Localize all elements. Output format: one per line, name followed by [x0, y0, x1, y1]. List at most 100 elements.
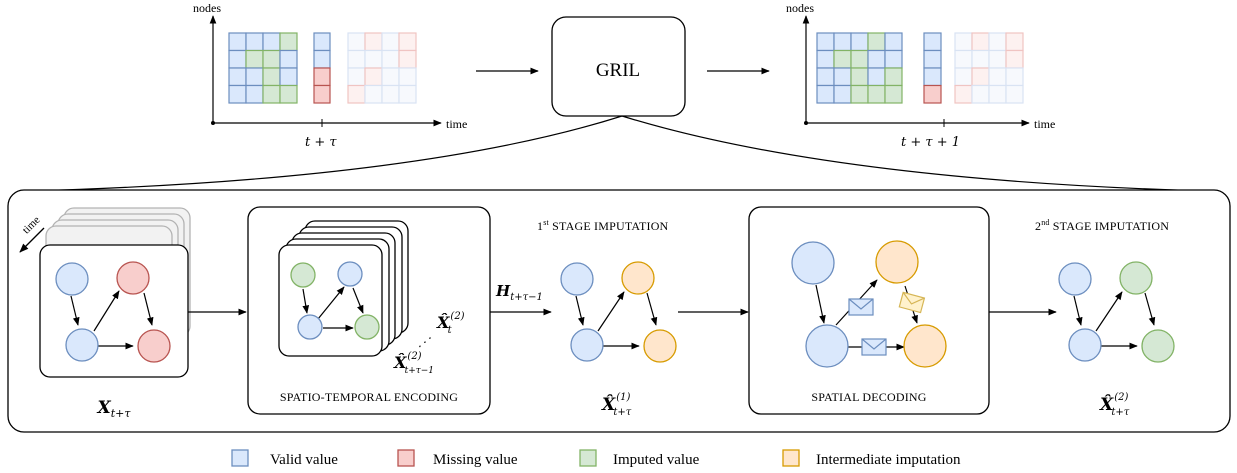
grid-cell-valid — [816, 84, 835, 104]
node-valid — [805, 324, 849, 368]
grid-cell-valid — [833, 32, 852, 52]
spatial-decoding-block: SPATIAL DECODING — [748, 206, 990, 415]
grid-cell-future-missing — [1005, 32, 1024, 52]
grid-cell-imputed — [867, 84, 886, 104]
node-intermediate — [875, 240, 919, 284]
grid-cell-future-missing — [398, 32, 417, 52]
grid-cell-valid — [850, 32, 869, 52]
grid-cell-future-valid — [381, 84, 400, 104]
node-valid — [791, 241, 835, 285]
second-stage-title: 2nd STAGE IMPUTATION — [1035, 218, 1169, 233]
grid-cell-future-missing — [364, 32, 383, 52]
grid-cell-future-valid — [971, 49, 990, 69]
right-time-series-plot: nodes time t + τ + 1 — [786, 1, 1055, 150]
legend-label-missing: Missing value — [433, 452, 518, 468]
grid-cell-future-valid — [398, 67, 417, 87]
grid-cell-valid — [245, 67, 264, 87]
node-missing — [137, 329, 171, 363]
legend-swatch-intermediate — [782, 449, 800, 467]
grid-cell-valid — [262, 32, 281, 52]
legend: Valid value Missing value Imputed value … — [231, 449, 961, 468]
grid-cell-valid — [816, 67, 835, 87]
grid-cell-future-valid — [381, 67, 400, 87]
legend-swatch-imputed — [579, 449, 597, 467]
grid-cell-imputed — [262, 67, 281, 87]
input-graph-stack: time Xt+τ — [19, 207, 191, 420]
right-nodes-label: nodes — [786, 1, 814, 15]
grid-cell-missing — [923, 84, 942, 104]
left-time-series-plot: nodes time t + τ — [193, 1, 467, 150]
grid-cell-valid — [245, 32, 264, 52]
legend-label-intermediate: Intermediate imputation — [816, 452, 961, 468]
node-imputed — [290, 262, 316, 288]
right-data-grid — [816, 32, 1024, 104]
grid-cell-future-missing — [1005, 49, 1024, 69]
grid-cell-valid — [833, 67, 852, 87]
grid-cell-valid — [228, 49, 247, 69]
encoder-annotation-t: X̂(2)t — [436, 311, 465, 336]
gril-label: GRIL — [596, 60, 640, 81]
grid-cell-future-missing — [954, 84, 973, 104]
grid-cell-imputed — [850, 49, 869, 69]
legend-swatch-valid — [231, 449, 249, 467]
grid-cell-valid — [816, 49, 835, 69]
node-valid — [1068, 328, 1102, 362]
second-stage-imputation: 2nd STAGE IMPUTATION X̂(2)t+τ — [1035, 218, 1175, 418]
first-stage-imputation: 1st STAGE IMPUTATION X̂(1)t+τ — [537, 218, 677, 418]
grid-cell-future-valid — [364, 49, 383, 69]
right-tick-label: t + τ + 1 — [901, 135, 960, 150]
grid-cell-valid — [923, 49, 942, 69]
input-label: Xt+τ — [97, 398, 132, 420]
legend-label-valid: Valid value — [270, 452, 338, 468]
node-valid — [570, 328, 604, 362]
spatial-decoding-title: SPATIAL DECODING — [811, 390, 926, 404]
grid-cell-future-valid — [954, 49, 973, 69]
grid-cell-valid — [245, 84, 264, 104]
st-encoding-title: SPATIO-TEMPORAL ENCODING — [280, 390, 458, 404]
message-envelope-icon — [898, 291, 926, 314]
node-valid — [560, 262, 594, 296]
grid-cell-valid — [313, 32, 331, 52]
left-nodes-label: nodes — [193, 1, 221, 15]
grid-cell-valid — [816, 32, 835, 52]
grid-cell-future-valid — [381, 32, 400, 52]
grid-cell-future-valid — [398, 84, 417, 104]
grid-cell-imputed — [850, 67, 869, 87]
grid-cell-imputed — [884, 84, 903, 104]
grid-cell-future-valid — [1005, 84, 1024, 104]
zoom-line-left — [29, 115, 623, 192]
node-missing — [116, 261, 150, 295]
grid-cell-future-missing — [364, 67, 383, 87]
grid-cell-future-valid — [1005, 67, 1024, 87]
time-arrow — [19, 227, 45, 253]
grid-cell-imputed — [279, 32, 298, 52]
grid-cell-imputed — [245, 49, 264, 69]
message-envelope-icon — [848, 298, 874, 316]
grid-cell-valid — [279, 67, 298, 87]
grid-cell-future-valid — [988, 67, 1007, 87]
grid-cell-valid — [923, 67, 942, 87]
grid-cell-future-valid — [988, 49, 1007, 69]
left-time-label: time — [446, 117, 467, 131]
legend-label-imputed: Imputed value — [613, 452, 700, 468]
grid-cell-missing — [313, 84, 331, 104]
zoom-line-right — [621, 115, 1206, 192]
grid-cell-imputed — [867, 32, 886, 52]
node-imputed — [1141, 329, 1175, 363]
encoder-ellipsis: ⋰ — [418, 335, 431, 349]
grid-cell-imputed — [884, 67, 903, 87]
gril-box: GRIL — [551, 16, 686, 117]
grid-cell-future-valid — [988, 84, 1007, 104]
node-valid — [337, 261, 363, 287]
first-stage-title: 1st STAGE IMPUTATION — [537, 218, 669, 233]
grid-cell-valid — [884, 32, 903, 52]
encoder-annotation-t-tau: X̂(2)t+τ−1 — [393, 351, 434, 376]
grid-cell-future-valid — [347, 49, 366, 69]
grid-cell-future-valid — [381, 49, 400, 69]
grid-cell-valid — [923, 32, 942, 52]
grid-cell-future-valid — [988, 32, 1007, 52]
node-intermediate — [621, 261, 655, 295]
grid-cell-future-missing — [971, 67, 990, 87]
grid-cell-future-valid — [347, 32, 366, 52]
